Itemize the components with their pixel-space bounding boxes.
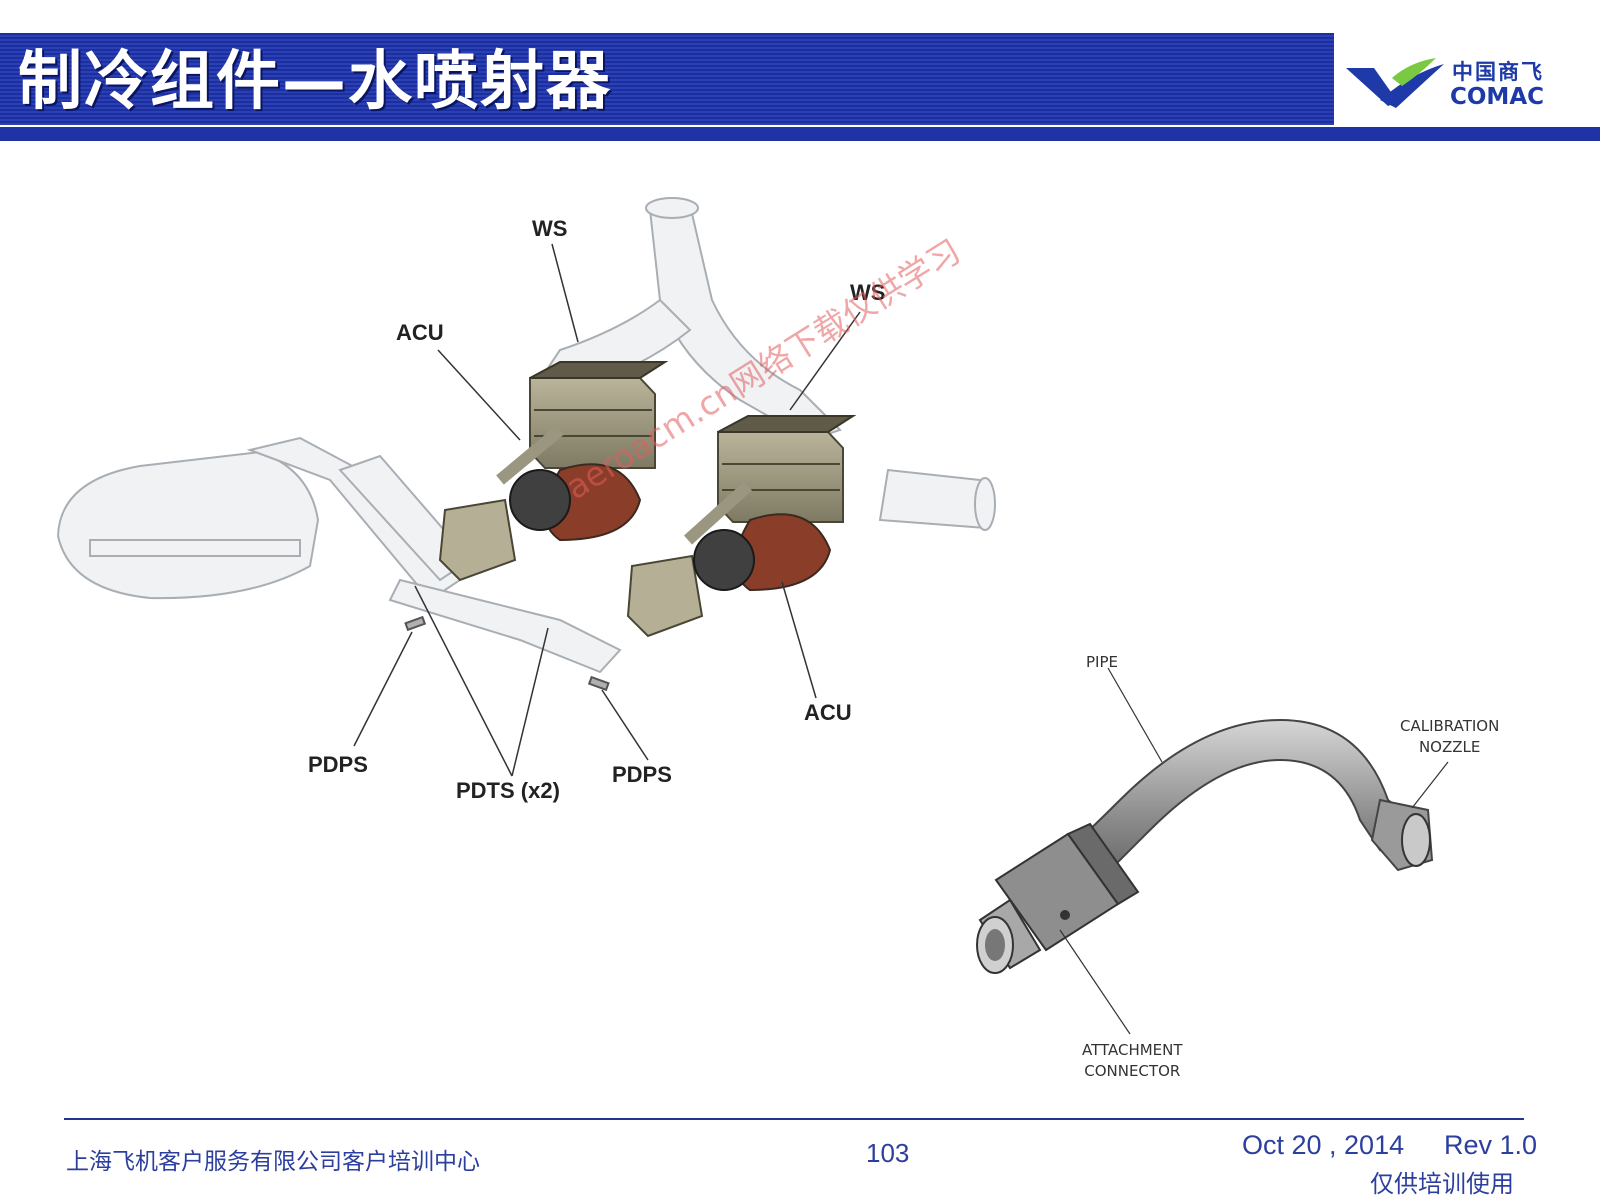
footer-divider	[64, 1118, 1524, 1120]
title-banner	[0, 33, 1334, 125]
label-calibration-line1: CALIBRATION	[1400, 717, 1500, 735]
logo-name-cn: 中国商飞	[1452, 60, 1544, 84]
logo-name-en: COMAC	[1450, 84, 1544, 110]
label-attachment-connector: ATTACHMENT CONNECTOR	[1082, 1040, 1183, 1082]
label-pdts: PDTS (x2)	[456, 778, 560, 803]
header-divider	[0, 127, 1600, 141]
label-pdps-right: PDPS	[612, 762, 672, 787]
water-sprayer-component	[976, 718, 1434, 974]
label-calibration-line2: NOZZLE	[1418, 738, 1481, 756]
footer-date: Oct 20 , 2014	[1242, 1130, 1405, 1160]
comac-logo-mark	[1346, 58, 1444, 108]
comac-logo: 中国商飞 COMAC	[1340, 44, 1580, 124]
label-pdps-left: PDPS	[308, 752, 368, 777]
footer-training-note: 仅供培训使用	[1370, 1170, 1514, 1198]
label-acu-upper: ACU	[396, 320, 444, 345]
label-ws-right: WS	[850, 280, 886, 305]
acu-pack-right	[626, 415, 857, 638]
system-leader-lines	[353, 243, 861, 777]
ducting	[56, 197, 996, 674]
footer-revision: Rev 1.0	[1444, 1130, 1538, 1160]
label-attachment-line2: CONNECTOR	[1084, 1062, 1181, 1080]
label-acu-lower: ACU	[804, 700, 852, 725]
page-number: 103	[866, 1138, 910, 1168]
label-pipe: PIPE	[1086, 653, 1118, 671]
acu-pack-left	[438, 361, 669, 582]
label-attachment-line1: ATTACHMENT	[1082, 1041, 1183, 1059]
label-calibration-nozzle: CALIBRATION NOZZLE	[1400, 716, 1499, 758]
sensors	[404, 615, 610, 692]
footer-organization: 上海飞机客户服务有限公司客户培训中心	[66, 1149, 480, 1175]
component-leader-lines	[1059, 667, 1449, 1035]
slide-title: 制冷组件—水喷射器	[18, 45, 612, 119]
label-ws-left: WS	[532, 216, 568, 241]
